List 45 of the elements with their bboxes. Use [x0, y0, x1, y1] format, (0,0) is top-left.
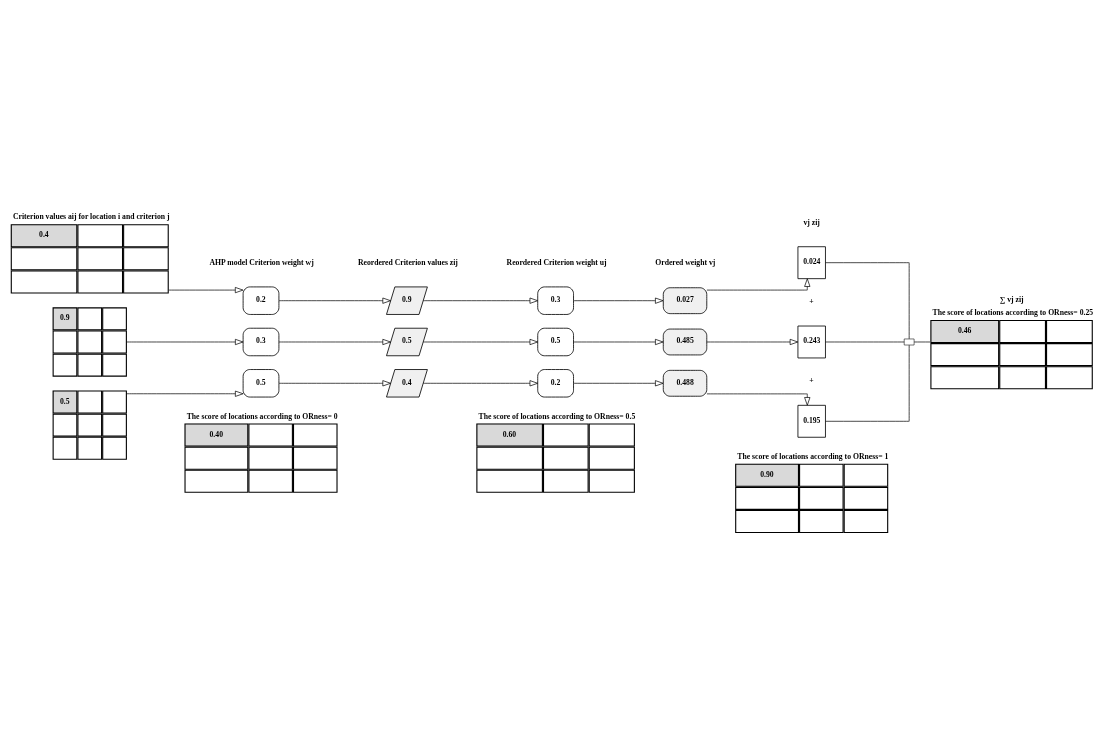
node-box: 0.5	[537, 327, 574, 357]
label: vj zij	[803, 217, 820, 227]
label: +	[809, 376, 814, 386]
arrow	[422, 338, 538, 346]
node-label: Criterion values aij for location i and criterion j	[12, 212, 170, 222]
node-box: 0.2	[537, 369, 574, 398]
connector	[825, 344, 910, 422]
label: Reordered Criterion values zij	[357, 257, 458, 267]
arrow	[573, 380, 664, 387]
arrow	[573, 338, 664, 346]
node-box: 0.027	[662, 287, 708, 315]
node-box: 0.024	[797, 246, 826, 280]
label: Ordered weight vj	[655, 258, 716, 268]
node-box: 0.485	[662, 328, 708, 356]
arrow	[168, 287, 244, 294]
node-box: 0.5	[242, 369, 280, 398]
arrow	[706, 338, 799, 346]
connector	[913, 341, 931, 343]
node-box: 0.3	[242, 327, 280, 357]
label: +	[809, 296, 814, 306]
label: Reordered Criterion weight uj	[506, 257, 607, 267]
node-label: The score of locations according to ORness= 0.5	[478, 411, 636, 421]
node-box: 0.488	[662, 369, 708, 397]
node-label: The score of locations according to ORness= 1	[737, 451, 889, 461]
node-box: 0.195	[797, 404, 826, 438]
arrow	[278, 380, 391, 387]
arrow	[573, 297, 664, 304]
arrow	[422, 297, 538, 304]
arrow	[126, 338, 244, 346]
arrow	[706, 393, 811, 406]
node-box: 0.3	[537, 286, 574, 315]
node-box: 0.2	[242, 286, 280, 315]
arrow	[278, 338, 391, 346]
node-box: 0.243	[797, 325, 826, 359]
arrow	[278, 297, 391, 304]
connector	[825, 341, 905, 343]
arrow	[706, 278, 811, 291]
arrow	[422, 380, 538, 387]
connector	[825, 262, 910, 340]
arrow	[126, 390, 244, 397]
node-bar	[903, 338, 915, 346]
node-label: The score of locations according to ORness= 0.25	[932, 308, 1094, 318]
label: AHP model Criterion weight wj	[209, 257, 314, 267]
node-label: The score of locations according to ORness= 0	[186, 411, 338, 421]
node-label: ∑ vj zij	[999, 295, 1024, 305]
